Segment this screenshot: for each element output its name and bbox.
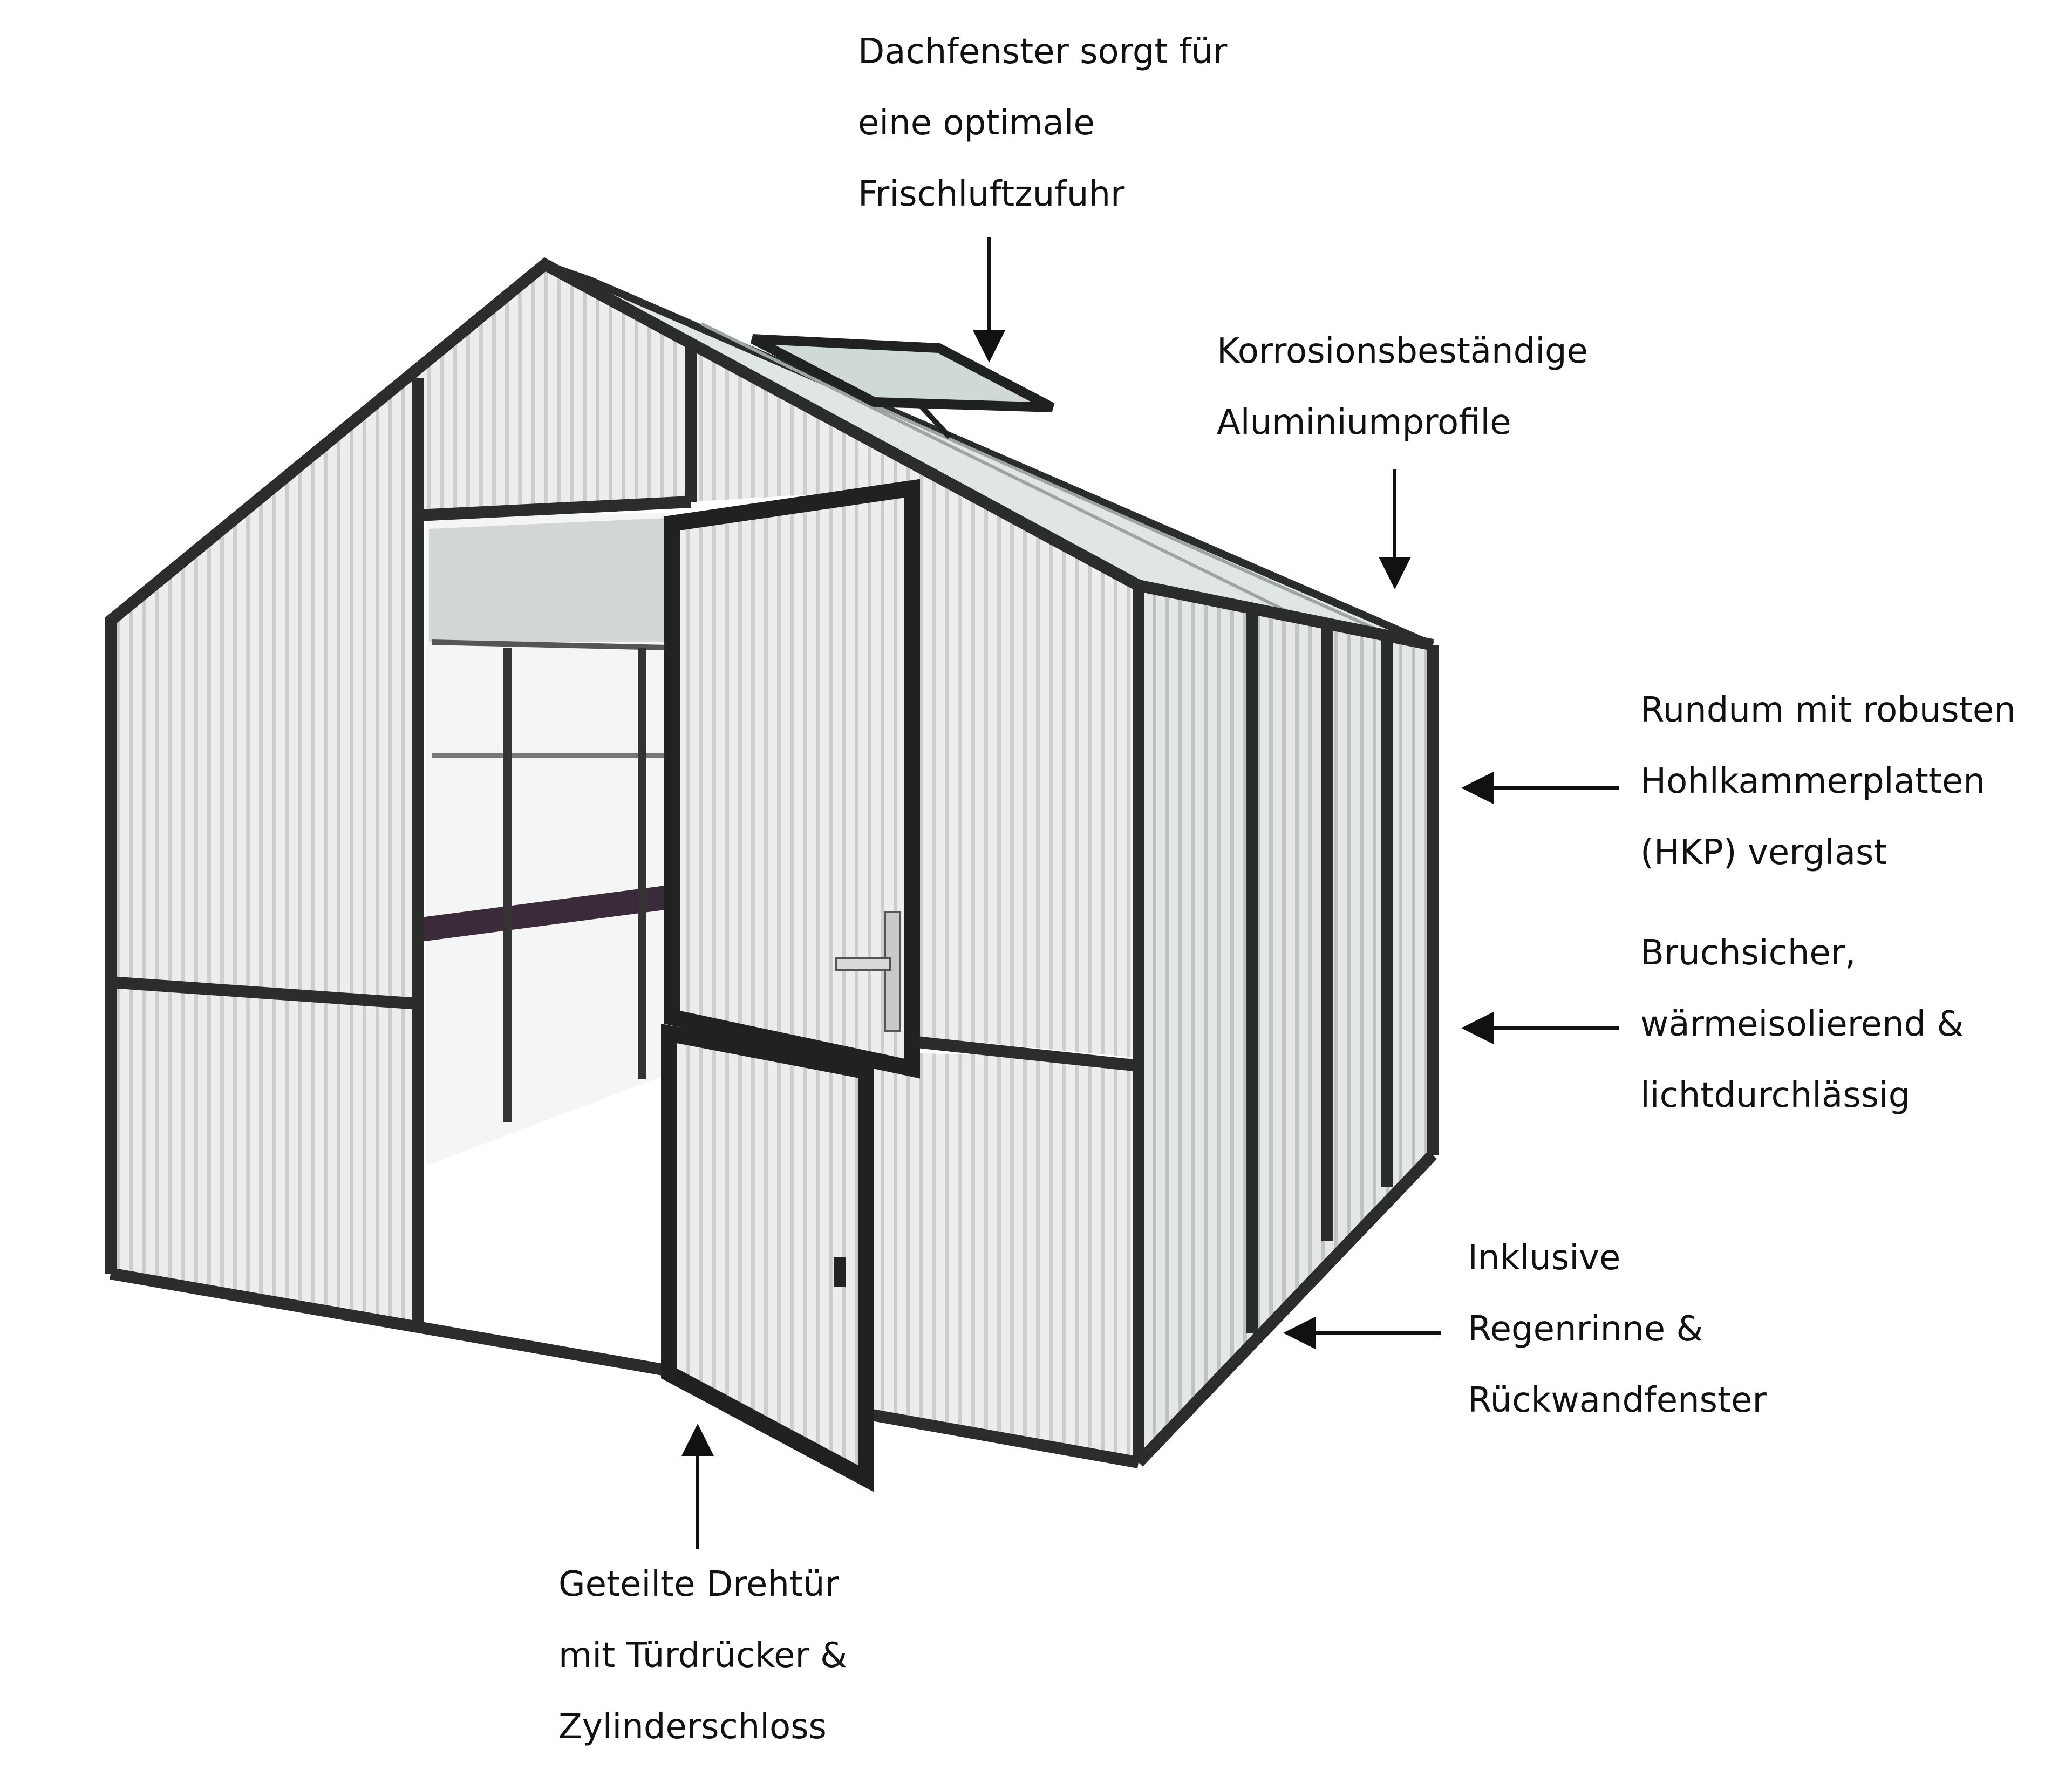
label-line: Aluminiumprofile <box>1217 403 1511 443</box>
door-handle <box>884 911 901 1032</box>
label-line: Geteilte Drehtür <box>558 1564 839 1604</box>
label-line: wärmeisolierend & <box>1640 1004 1964 1044</box>
label-door: Geteilte Drehtür mit Türdrücker & Zylind… <box>558 1549 847 1763</box>
label-gutter: Inklusive Regenrinne & Rückwandfenster <box>1468 1222 1767 1436</box>
label-line: Frischluftzufuhr <box>858 174 1125 214</box>
label-line: Regenrinne & <box>1468 1309 1703 1349</box>
front-panel-left-lower <box>111 982 418 1328</box>
label-line: Hohlkammerplatten <box>1640 761 1985 801</box>
label-line: Rückwandfenster <box>1468 1380 1767 1420</box>
label-line: Rundum mit robusten <box>1640 690 2016 730</box>
front-panel-left <box>111 264 545 1004</box>
label-line: Korrosionsbeständige <box>1217 331 1588 371</box>
door-lower <box>661 1023 874 1493</box>
door-upper <box>664 479 920 1079</box>
label-line: lichtdurchlässig <box>1640 1076 1911 1115</box>
label-roof-window: Dachfenster sorgt für eine optimale Fris… <box>858 16 1227 230</box>
label-line: Zylinderschloss <box>558 1707 827 1747</box>
label-aluminium: Korrosionsbeständige Aluminiumprofile <box>1217 316 1588 458</box>
label-line: mit Türdrücker & <box>558 1636 848 1676</box>
interior-view <box>426 513 669 1166</box>
label-line: Inklusive <box>1468 1238 1621 1278</box>
front-panel-gable <box>418 264 691 515</box>
interior-shelf <box>421 885 669 942</box>
roof-window <box>750 334 1055 412</box>
label-properties: Bruchsicher, wärmeisolierend & lichtdurc… <box>1640 917 1964 1131</box>
label-line: Dachfenster sorgt für <box>858 32 1228 72</box>
label-line: eine optimale <box>858 103 1095 143</box>
label-hkp: Rundum mit robusten Hohlkammerplatten (H… <box>1640 675 2016 888</box>
label-line: (HKP) verglast <box>1640 833 1887 873</box>
label-line: Bruchsicher, <box>1640 933 1856 973</box>
side-wall <box>1139 586 1433 1462</box>
front-panel-right-lower <box>866 1052 1139 1462</box>
aluminium-frame <box>105 257 1439 1468</box>
